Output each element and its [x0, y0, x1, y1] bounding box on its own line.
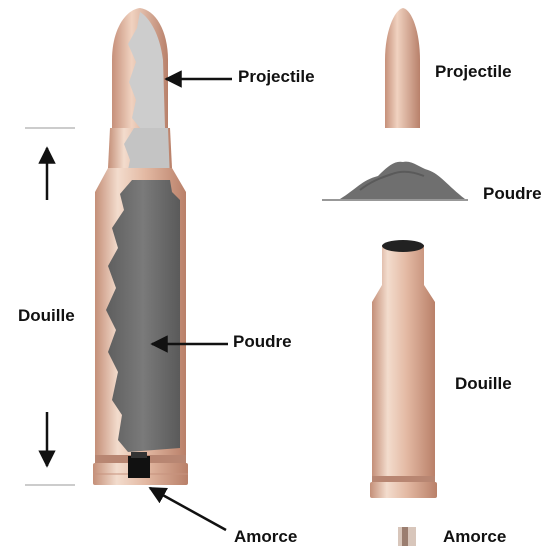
label-poudre-right: Poudre [483, 185, 542, 202]
label-projectile-right: Projectile [435, 63, 512, 80]
label-poudre-left: Poudre [233, 333, 292, 350]
label-douille-left: Douille [18, 307, 75, 324]
douille-part [370, 240, 437, 498]
label-amorce-right: Amorce [443, 528, 506, 545]
label-amorce-left: Amorce [234, 528, 297, 545]
amorce-part [398, 527, 416, 546]
powder-pile [322, 162, 468, 200]
projectile-part [385, 8, 420, 128]
label-projectile-left: Projectile [238, 68, 315, 85]
arrow-amorce-left [150, 488, 226, 530]
cutaway-primer [128, 456, 150, 478]
label-douille-right: Douille [455, 375, 512, 392]
